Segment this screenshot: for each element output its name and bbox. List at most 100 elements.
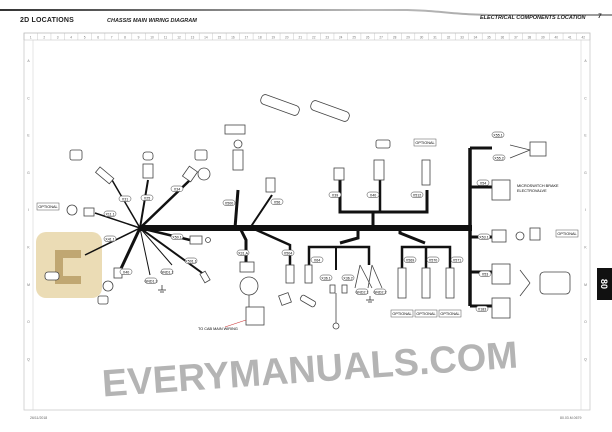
- ruler-column-label: 2: [43, 36, 45, 40]
- connector-x56-label: X56: [274, 200, 280, 204]
- ruler-column-label: 35: [487, 36, 491, 40]
- ruler-column-label: 16: [231, 36, 235, 40]
- connector-tag: [477, 233, 491, 240]
- connector-x54-label: X54: [480, 181, 486, 185]
- connector-x53-1-label: X53.1: [479, 235, 488, 239]
- connector-tag: [170, 233, 184, 240]
- ruler-column-label: 24: [339, 36, 343, 40]
- connector-x501-1-label: X501.1: [185, 259, 196, 263]
- connector-gnd2-2-label: GND2.2: [374, 290, 387, 294]
- connector-tag: [341, 274, 355, 281]
- connector-x183-label: X183: [478, 307, 486, 311]
- ruler-column-label: 1: [30, 36, 32, 40]
- connector-tag: [103, 210, 117, 217]
- connector-x40b-label: X40: [370, 193, 376, 197]
- ruler-column-label: 3: [57, 36, 59, 40]
- chapter-title: ELECTRICAL COMPONENTS LOCATION: [480, 15, 586, 21]
- ruler-row-label: E: [27, 134, 30, 138]
- watermark-logo: [36, 232, 102, 298]
- ruler-column-label: 32: [447, 36, 451, 40]
- connector-x31a-label: X31.A: [238, 251, 248, 255]
- ruler-column-label: 37: [514, 36, 518, 40]
- connector-x50-1-label: X50.1: [172, 235, 181, 239]
- connector-tag: [478, 270, 492, 277]
- connector-tag: [118, 195, 132, 202]
- ruler-row-label: O: [584, 320, 587, 324]
- connector-tag: [476, 179, 490, 186]
- ruler-column-label: 39: [541, 36, 545, 40]
- connector-tag: [170, 185, 184, 192]
- notes: OPTIONAL OPTIONAL OPTIONAL OPTIONAL OPTI…: [36, 138, 579, 331]
- ruler-column-label: 33: [460, 36, 464, 40]
- connector-x500-label: X500: [225, 201, 233, 205]
- optional-box: [438, 309, 462, 318]
- ruler-column-label: 28: [393, 36, 397, 40]
- ruler-column-label: 9: [138, 36, 140, 40]
- ruler-column-label: 25: [352, 36, 356, 40]
- ruler-column-label: 20: [285, 36, 289, 40]
- footer-date: 26/11/2018: [30, 416, 48, 420]
- connector-x34a-label: X34: [174, 187, 180, 191]
- ruler-column-label: 19: [272, 36, 276, 40]
- ruler-row-label: Q: [27, 357, 30, 361]
- connector-x512-label: X512: [413, 193, 421, 197]
- ruler-column-label: 34: [474, 36, 478, 40]
- optional-box: [390, 309, 414, 318]
- ruler-row-label: G: [27, 171, 30, 175]
- optional-label: OPTIONAL: [557, 232, 576, 236]
- ruler-column-label: 12: [177, 36, 181, 40]
- ruler-row-label: M: [27, 283, 30, 287]
- connector-x41-1-label: X41.1: [105, 237, 114, 241]
- connector-gnd1-1-label: GND1.1: [161, 270, 174, 274]
- ruler-row-label: K: [584, 246, 587, 250]
- optional-label: OPTIONAL: [38, 205, 57, 209]
- optional-label: OPTIONAL: [440, 312, 459, 316]
- header-swoosh: [0, 9, 612, 16]
- ruler-column-label: 30: [420, 36, 424, 40]
- connector-tag: [140, 194, 154, 201]
- ruler-column-label: 41: [568, 36, 572, 40]
- ruler-row-label: O: [27, 320, 30, 324]
- ruler-row-label: A: [27, 59, 30, 63]
- connector-tag: [491, 131, 505, 138]
- connector-tag: [373, 288, 387, 295]
- connector-tag: [410, 191, 424, 198]
- connector-tag: [236, 249, 250, 256]
- optional-label: OPTIONAL: [392, 312, 411, 316]
- connector-x571-label: X571: [453, 258, 461, 262]
- chapter-tab[interactable]: 80: [597, 268, 612, 300]
- connector-x36-1-label: X36.1: [321, 276, 330, 280]
- connector-tag: [450, 256, 464, 263]
- connector-x570-label: X570: [429, 258, 437, 262]
- optional-label: OPTIONAL: [415, 141, 434, 145]
- ruler-row-label: K: [27, 246, 30, 250]
- ruler-column-label: 5: [84, 36, 86, 40]
- ruler-column-label: 10: [150, 36, 154, 40]
- connector-x36-2-label: X36.2: [343, 276, 352, 280]
- ruler-column-label: 36: [501, 36, 505, 40]
- to-cab-wiring-label: TO CAB MAIN WIRING: [198, 327, 238, 331]
- ruler-column-label: 40: [555, 36, 559, 40]
- ruler-column-label: 13: [191, 36, 195, 40]
- ruler-row-label: G: [584, 171, 587, 175]
- connector-x569-label: X569: [406, 258, 414, 262]
- ruler-row-label: I: [585, 208, 586, 212]
- ruler-column-label: 15: [218, 36, 222, 40]
- connector-tag: [270, 198, 284, 205]
- connector-tag: [492, 154, 506, 161]
- ruler-column-label: 7: [111, 36, 113, 40]
- connector-tag: [328, 191, 342, 198]
- connector-gnd2-1-label: GND2.1: [356, 290, 369, 294]
- connector-x40a-label: X40: [123, 270, 129, 274]
- connector-tag: [103, 235, 117, 242]
- connector-tag: [144, 277, 158, 284]
- diagram-title: CHASSIS MAIN WIRING DIAGRAM: [107, 18, 197, 24]
- connector-x504-label: X504: [284, 251, 292, 255]
- ruler-column-label: 14: [204, 36, 208, 40]
- connector-x11-1-label: X11.1: [105, 212, 114, 216]
- ruler-row-label: C: [27, 96, 30, 100]
- connector-tag: [160, 268, 174, 275]
- connector-x25-label: X25: [144, 196, 150, 200]
- ruler-row-label: A: [584, 59, 587, 63]
